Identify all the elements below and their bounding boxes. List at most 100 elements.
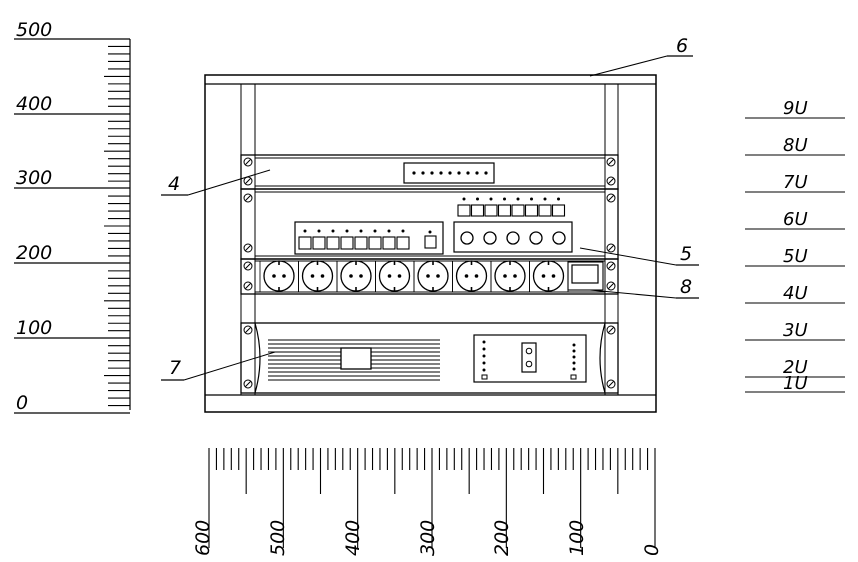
ups-led-column-right [572,343,576,371]
panel-face [254,157,606,187]
led-group [412,171,488,175]
button-indicator [543,197,547,201]
button-indicator [489,197,493,201]
unit-label: 5U [783,246,808,267]
vertical-scale-label: 0 [16,392,28,414]
socket-pin-hole [513,274,517,278]
panel-button [368,236,382,250]
callout-6-leader [589,55,668,77]
panel-button [457,204,471,217]
ups-indicator [570,374,577,380]
callout-6-label: 6 [676,35,688,57]
screw-slot [245,178,251,184]
rack-outer-frame [204,74,657,413]
device-ups [240,322,619,394]
unit-label: 3U [783,320,808,341]
button-row-left [298,229,410,250]
screw-slot [608,381,614,387]
callout-8-label: 8 [680,276,692,298]
led-dot [430,171,434,175]
screw-slot [245,159,251,165]
vertical-scale-label: 300 [16,167,52,189]
ups-indicator [481,374,488,380]
screw-slot [245,327,251,333]
led-dot [448,171,452,175]
control-knob [506,231,520,245]
button-indicator [317,229,321,233]
callout-4-label: 4 [168,173,180,195]
device-panel-1u [240,154,619,190]
led-dot [421,171,425,175]
callout-7-leader [183,351,276,381]
led-dot [457,171,461,175]
socket-pin-hole [272,274,276,278]
ups-led [482,361,486,365]
socket-pin-hole [503,274,507,278]
horizontal-scale-label: 300 [417,520,439,556]
screw-slot [245,263,251,269]
led-bar [403,162,495,184]
unit-label: 4U [783,283,808,304]
callout-5-label: 5 [680,243,692,265]
ups-left-handle [254,322,261,394]
screw-slot [245,283,251,289]
callout-7: 7 [161,351,276,381]
callout-5-leader [579,247,677,266]
socket-pin-hole [397,274,402,278]
panel-button [551,204,566,217]
panel-button [470,204,485,217]
callout-5: 5 [579,243,699,266]
control-knob [529,231,543,245]
screw-slot [608,263,614,269]
switch-indicator [428,230,432,234]
screw-slot [608,283,614,289]
button-row-right [457,197,566,217]
ups-right-handle [599,322,606,394]
led-dot [475,171,479,175]
button-indicator [331,229,335,233]
button-indicator [373,229,377,233]
knob-row [460,231,566,245]
vertical-scale: 500 400 300 200 100 0 [14,19,131,414]
panel-button [326,236,340,250]
ups-led [572,367,576,371]
socket-pin-hole [349,274,353,278]
screw-slot [245,195,251,201]
ups-outlet-pin [525,347,533,355]
horizontal-scale-label: 500 [267,520,289,556]
knob-panel [453,221,573,253]
horizontal-scale-label: 400 [342,520,364,556]
button-indicator [476,197,479,201]
horizontal-scale-label: 200 [491,520,513,556]
horizontal-scale-label: 0 [641,544,663,556]
button-indicator [345,229,349,233]
socket-pin-hole [320,274,325,278]
control-knob [460,231,474,245]
panel-button [354,236,368,250]
socket-pin-hole [387,274,392,278]
power-socket [340,260,372,292]
socket-pin-hole [359,274,363,278]
ups-outlet [521,342,537,373]
power-switch [571,264,599,284]
vertical-scale-label: 400 [16,93,52,115]
button-indicator [359,229,363,233]
panel-button [497,204,512,217]
ups-outlet-pin [525,360,533,368]
button-panel-left [294,221,444,255]
power-socket [494,260,526,292]
horizontal-scale-ticks [208,448,656,548]
callout-8: 8 [589,276,699,299]
rack-cabinet [204,74,657,413]
panel-button [382,236,396,250]
control-unit-face [254,191,606,257]
socket-pin-hole [541,274,546,278]
ups-led [482,347,486,351]
led-dot [412,171,416,175]
button-indicator [557,197,560,201]
power-socket [532,260,565,292]
button-indicator [516,197,520,201]
button-indicator [462,197,466,201]
unit-label: 1U [783,373,808,394]
